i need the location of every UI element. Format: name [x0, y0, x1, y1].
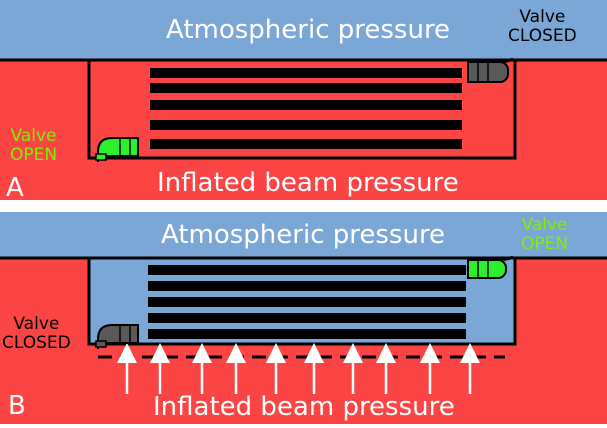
panel-a [0, 0, 607, 200]
plate [148, 329, 466, 339]
panel-a-atmosphere-band [0, 0, 607, 60]
panel-a-top-valve-label: Valve CLOSED [508, 7, 577, 46]
panel-a-top-valve-icon [467, 57, 513, 83]
panel-b-letter: B [8, 391, 26, 421]
panel-a-plates [150, 68, 462, 149]
panel-a-atmospheric-label: Atmospheric pressure [166, 15, 451, 45]
panel-a-left-valve-icon [95, 137, 139, 163]
plate [148, 265, 466, 275]
plate [150, 100, 462, 110]
plate [150, 139, 462, 149]
panel-b-atmosphere-band [0, 212, 607, 258]
panel-b-left-valve-icon [95, 324, 139, 350]
panel-a-left-valve-label: Valve OPEN [10, 126, 58, 165]
panel-a-letter: A [6, 173, 24, 203]
panel-b-top-valve-icon [467, 255, 513, 279]
panel-b-beam-label: Inflated beam pressure [153, 392, 455, 422]
plate [148, 281, 466, 291]
plate [150, 120, 462, 130]
plate [150, 83, 462, 93]
panel-b-atmospheric-label: Atmospheric pressure [161, 220, 446, 250]
panel-b-pressure-arrows [117, 343, 480, 394]
panel-b-top-valve-label: Valve OPEN [521, 215, 569, 254]
panel-b-left-valve-label: Valve CLOSED [2, 314, 71, 353]
panel-b-plates [148, 265, 466, 339]
plate [148, 297, 466, 307]
plate [150, 68, 462, 78]
panel-b [0, 212, 607, 424]
plate [148, 313, 466, 323]
panel-a-beam-label: Inflated beam pressure [157, 168, 459, 198]
